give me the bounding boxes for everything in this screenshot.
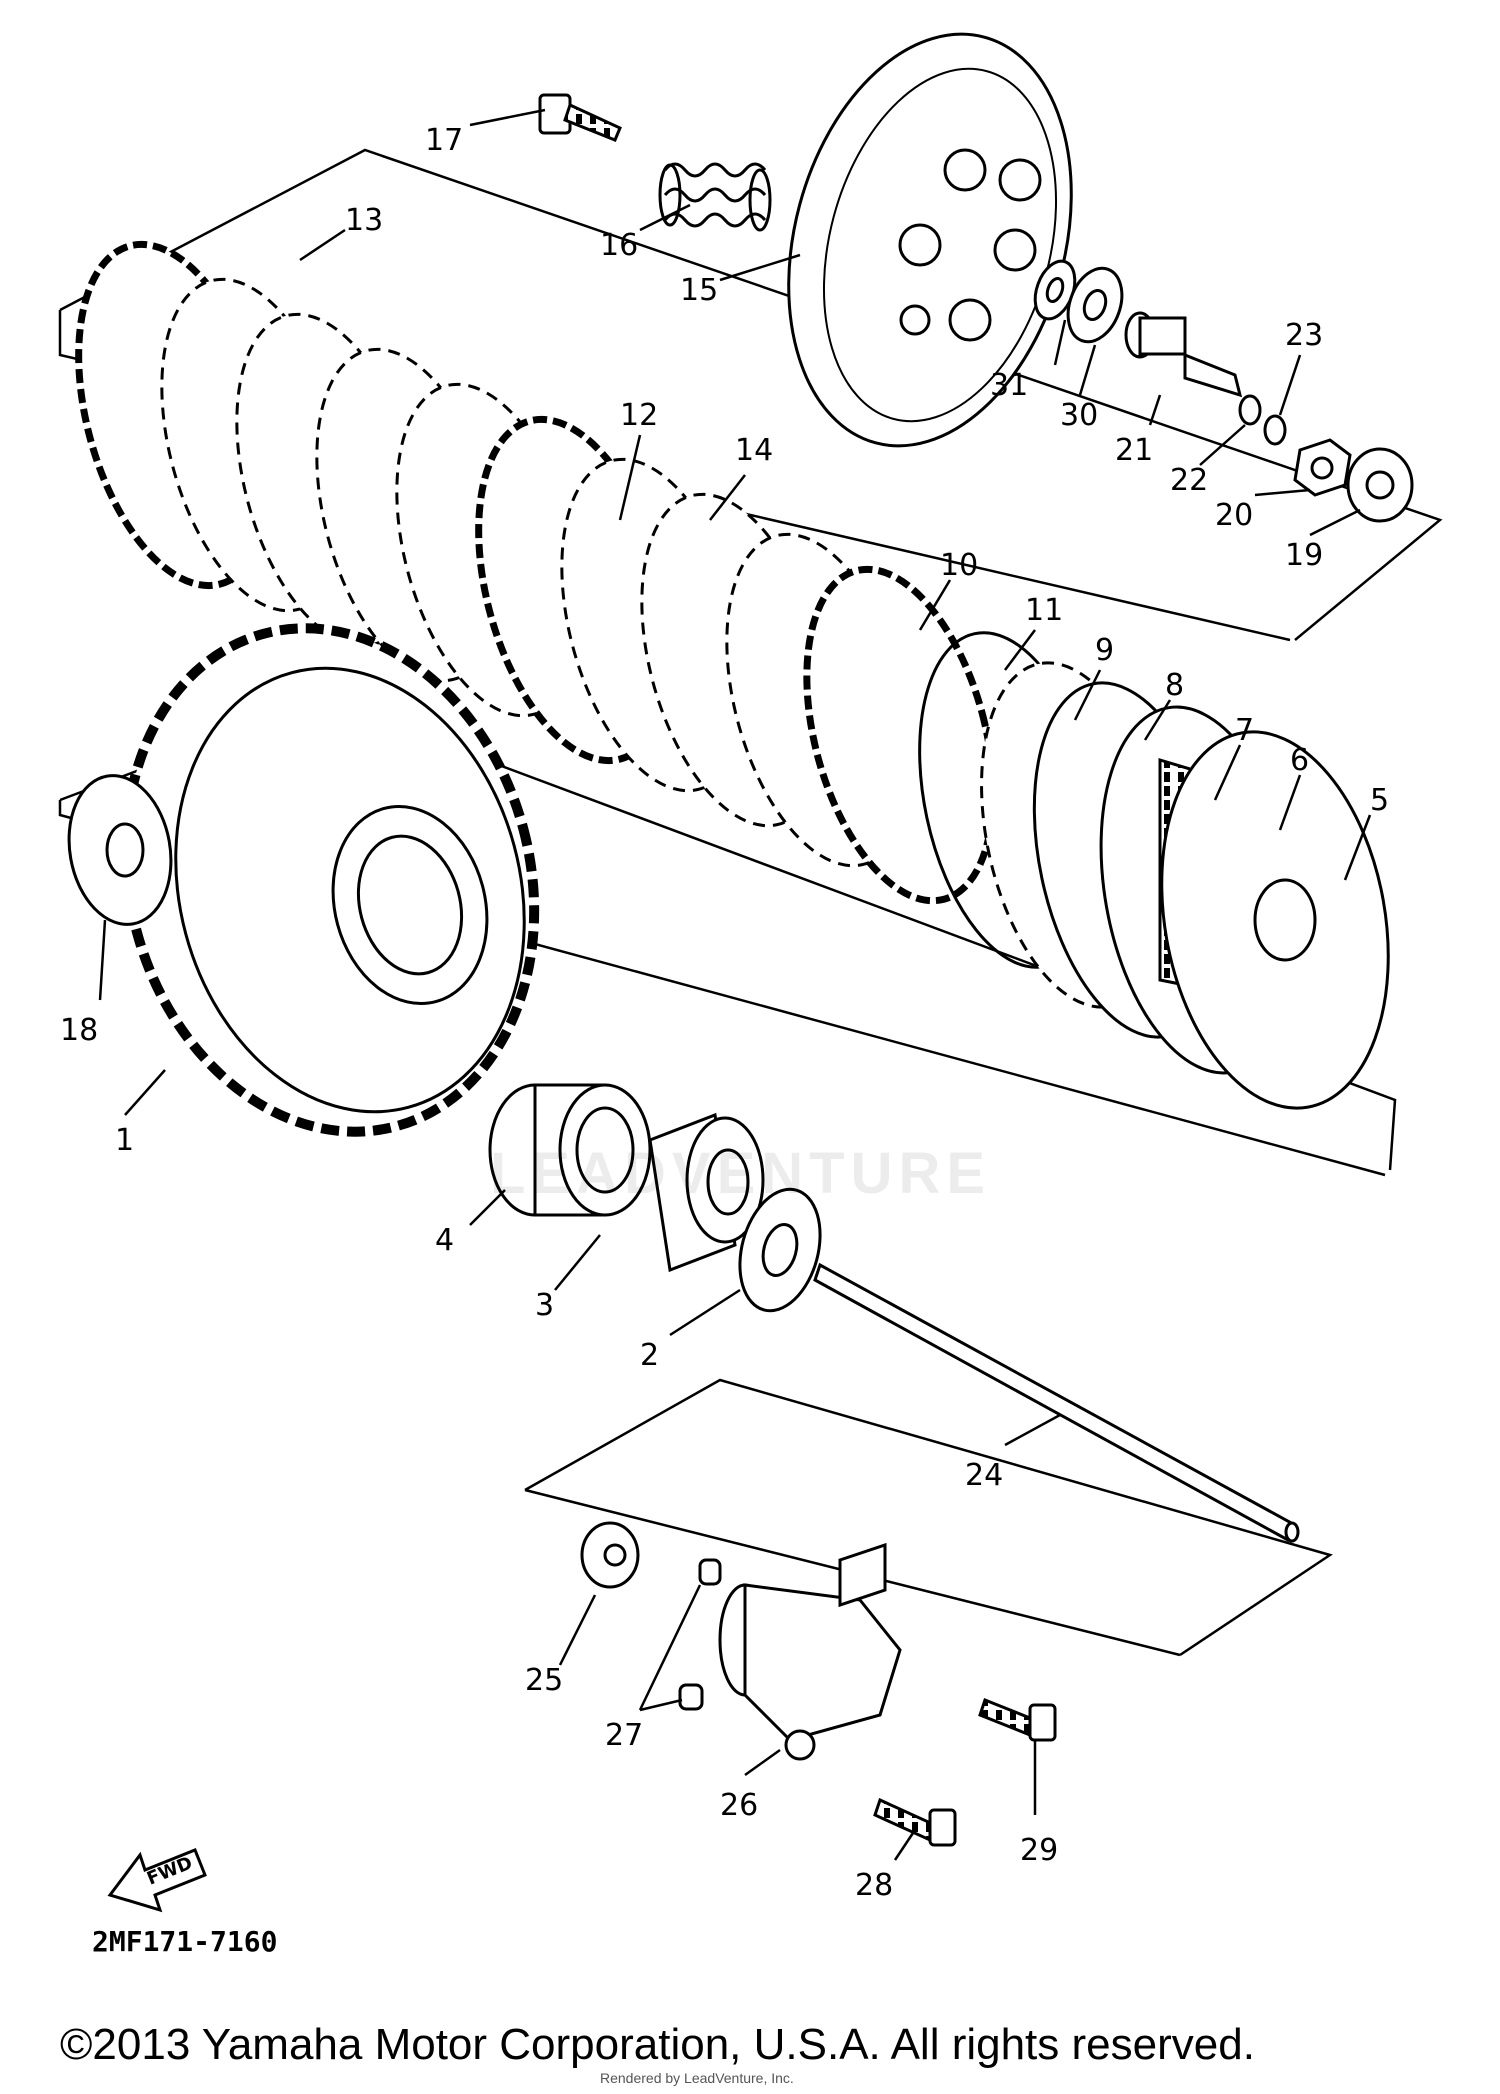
label-part-29: 29 xyxy=(1020,1833,1058,1868)
label-part-23: 23 xyxy=(1285,318,1323,353)
label-part-12: 12 xyxy=(620,398,658,433)
label-part-5: 5 xyxy=(1370,783,1389,818)
label-part-16: 16 xyxy=(600,228,638,263)
label-part-7: 7 xyxy=(1235,713,1254,748)
label-part-17: 17 xyxy=(425,123,463,158)
label-part-6: 6 xyxy=(1290,743,1309,778)
part-labels: 1 2 3 4 5 6 7 8 9 10 11 12 13 14 15 16 1… xyxy=(60,123,1389,1903)
ball-25[interactable] xyxy=(580,1521,640,1589)
release-cylinder-26[interactable] xyxy=(718,1542,902,1761)
label-part-21: 21 xyxy=(1115,433,1153,468)
label-part-8: 8 xyxy=(1165,668,1184,703)
label-part-28: 28 xyxy=(855,1868,893,1903)
leadventure-watermark: LEADVENTURE xyxy=(490,1141,992,1206)
clutch-plate-stack[interactable] xyxy=(45,223,1026,921)
label-part-1: 1 xyxy=(115,1123,134,1158)
label-part-30: 30 xyxy=(1060,398,1098,433)
label-part-26: 26 xyxy=(720,1788,758,1823)
clutch-boss-5[interactable] xyxy=(1074,691,1416,1126)
dowel-pins-27[interactable] xyxy=(678,1558,722,1711)
label-part-13: 13 xyxy=(345,203,383,238)
bolt-17[interactable] xyxy=(538,93,622,142)
rendered-by-notice: Rendered by LeadVenture, Inc. xyxy=(600,2070,794,2086)
primary-driven-gear-1[interactable] xyxy=(71,582,589,1178)
label-part-3: 3 xyxy=(535,1288,554,1323)
label-part-10: 10 xyxy=(940,548,978,583)
label-part-31: 31 xyxy=(990,368,1028,403)
label-part-24: 24 xyxy=(965,1458,1003,1493)
label-part-19: 19 xyxy=(1285,538,1323,573)
leader-lines xyxy=(98,108,1372,1861)
bolt-29[interactable] xyxy=(978,1698,1057,1742)
copyright-notice: ©2013 Yamaha Motor Corporation, U.S.A. A… xyxy=(60,2020,1255,2069)
bearing-30[interactable] xyxy=(1059,261,1132,350)
push-rod-24[interactable] xyxy=(813,1262,1300,1543)
needle-bearing-4[interactable] xyxy=(488,1083,652,1217)
o-ring-23[interactable] xyxy=(1263,414,1287,446)
o-ring-22[interactable] xyxy=(1238,394,1262,426)
label-part-20: 20 xyxy=(1215,498,1253,533)
label-part-22: 22 xyxy=(1170,463,1208,498)
label-part-25: 25 xyxy=(525,1663,563,1698)
label-part-18: 18 xyxy=(60,1013,98,1048)
thrust-washer-18[interactable] xyxy=(58,767,183,932)
label-part-9: 9 xyxy=(1095,633,1114,668)
push-rod-21[interactable] xyxy=(1124,311,1243,398)
spring-16[interactable] xyxy=(658,162,772,232)
bolt-28[interactable] xyxy=(873,1797,957,1847)
spacer-3[interactable] xyxy=(648,1112,765,1273)
label-part-2: 2 xyxy=(640,1338,659,1373)
label-part-15: 15 xyxy=(680,273,718,308)
label-part-4: 4 xyxy=(435,1223,454,1258)
nut-20[interactable] xyxy=(1293,438,1352,497)
diagram-code: 2MF171-7160 xyxy=(92,1925,278,1958)
label-part-11: 11 xyxy=(1025,593,1063,628)
label-part-14: 14 xyxy=(735,433,773,468)
thrust-washer-2[interactable] xyxy=(727,1180,833,1319)
fwd-arrow: FWD xyxy=(107,1848,207,1913)
label-part-27: 27 xyxy=(605,1718,643,1753)
lock-washer-19[interactable] xyxy=(1346,447,1414,523)
